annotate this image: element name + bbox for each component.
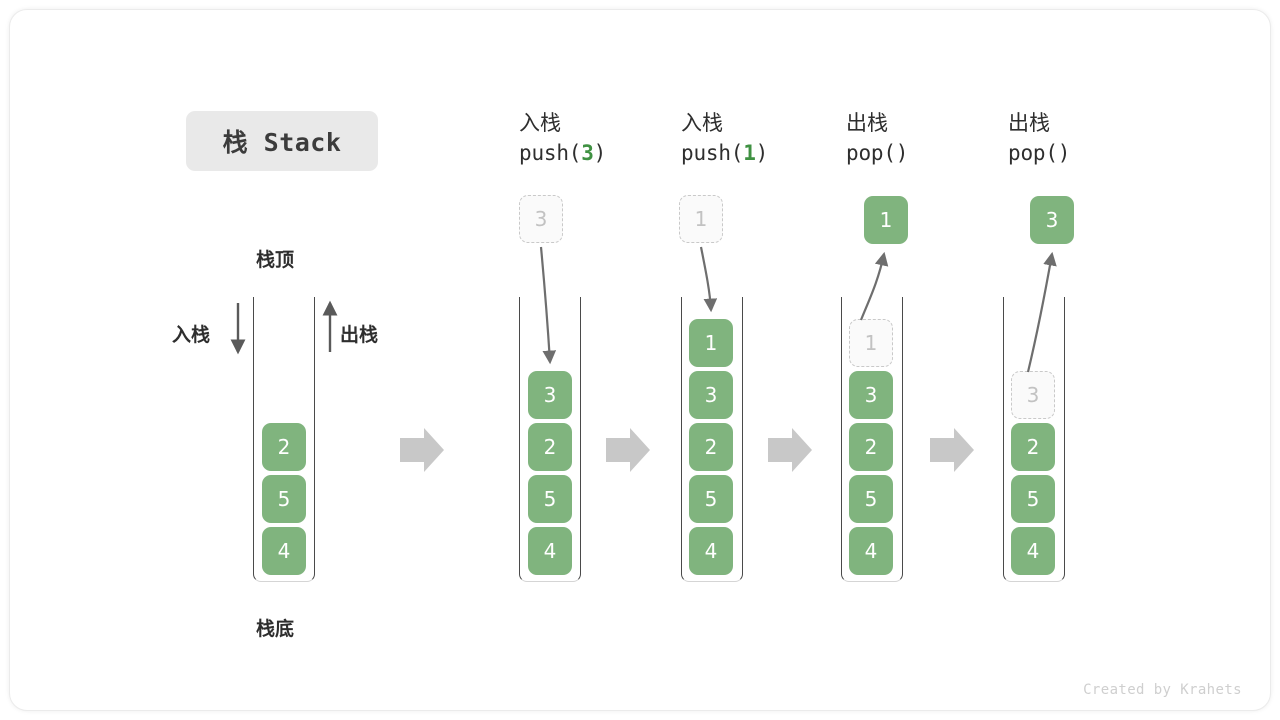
code-arg: 1 [743, 141, 756, 166]
stack-cell: 2 [849, 423, 893, 471]
code-prefix: pop( [1008, 141, 1058, 166]
removed-element-ghost: 1 [849, 319, 893, 367]
code-prefix: pop( [846, 141, 896, 166]
column-header-cn: 入栈 [681, 111, 723, 135]
stack-cell: 4 [689, 527, 733, 575]
title-badge-label: 栈 Stack [222, 128, 342, 157]
stack-cell: 5 [1011, 475, 1055, 523]
stack-cell: 3 [849, 371, 893, 419]
code-suffix: ) [755, 141, 769, 166]
stack-cell: 1 [689, 319, 733, 367]
stack-cell: 4 [849, 527, 893, 575]
title-badge: 栈 Stack [186, 111, 378, 171]
stack-bottom-label: 栈底 [256, 618, 295, 640]
column-header-cn: 出栈 [1008, 111, 1050, 135]
column-header-code: push(1) [681, 138, 861, 168]
code-suffix: ) [1057, 141, 1071, 166]
removed-element-ghost: 3 [1011, 371, 1055, 419]
code-prefix: push( [681, 141, 744, 166]
column-header-push-3: 入栈 push(3) [519, 108, 699, 169]
stack-cell: 2 [528, 423, 572, 471]
stack-cell: 3 [528, 371, 572, 419]
column-header-cn: 入栈 [519, 111, 561, 135]
pop-direction-label: 出栈 [340, 324, 379, 346]
column-header-pop-3: 出栈 pop() [1008, 108, 1188, 169]
popped-element: 3 [1030, 196, 1074, 244]
push-direction-label: 入栈 [172, 324, 211, 346]
watermark: Created by Krahets [1083, 682, 1242, 698]
column-header-code: pop() [846, 138, 1026, 168]
stack-cell: 5 [849, 475, 893, 523]
column-header-push-1: 入栈 push(1) [681, 108, 861, 169]
stack-cell: 5 [262, 475, 306, 523]
stack-top-label: 栈顶 [256, 249, 295, 271]
stack-cell: 4 [262, 527, 306, 575]
stack-cell: 2 [689, 423, 733, 471]
stack-cell: 2 [1011, 423, 1055, 471]
stack-cell: 5 [528, 475, 572, 523]
stack-cell: 4 [1011, 527, 1055, 575]
code-suffix: ) [895, 141, 909, 166]
stack-cell: 2 [262, 423, 306, 471]
stack-cell: 5 [689, 475, 733, 523]
column-header-code: pop() [1008, 138, 1188, 168]
stack-cell: 3 [689, 371, 733, 419]
incoming-element-ghost: 3 [519, 195, 563, 243]
popped-element: 1 [864, 196, 908, 244]
column-header-cn: 出栈 [846, 111, 888, 135]
code-prefix: push( [519, 141, 582, 166]
column-header-code: push(3) [519, 138, 699, 168]
incoming-element-ghost: 1 [679, 195, 723, 243]
column-header-pop-1: 出栈 pop() [846, 108, 1026, 169]
stack-cell: 4 [528, 527, 572, 575]
code-suffix: ) [593, 141, 607, 166]
code-arg: 3 [581, 141, 594, 166]
